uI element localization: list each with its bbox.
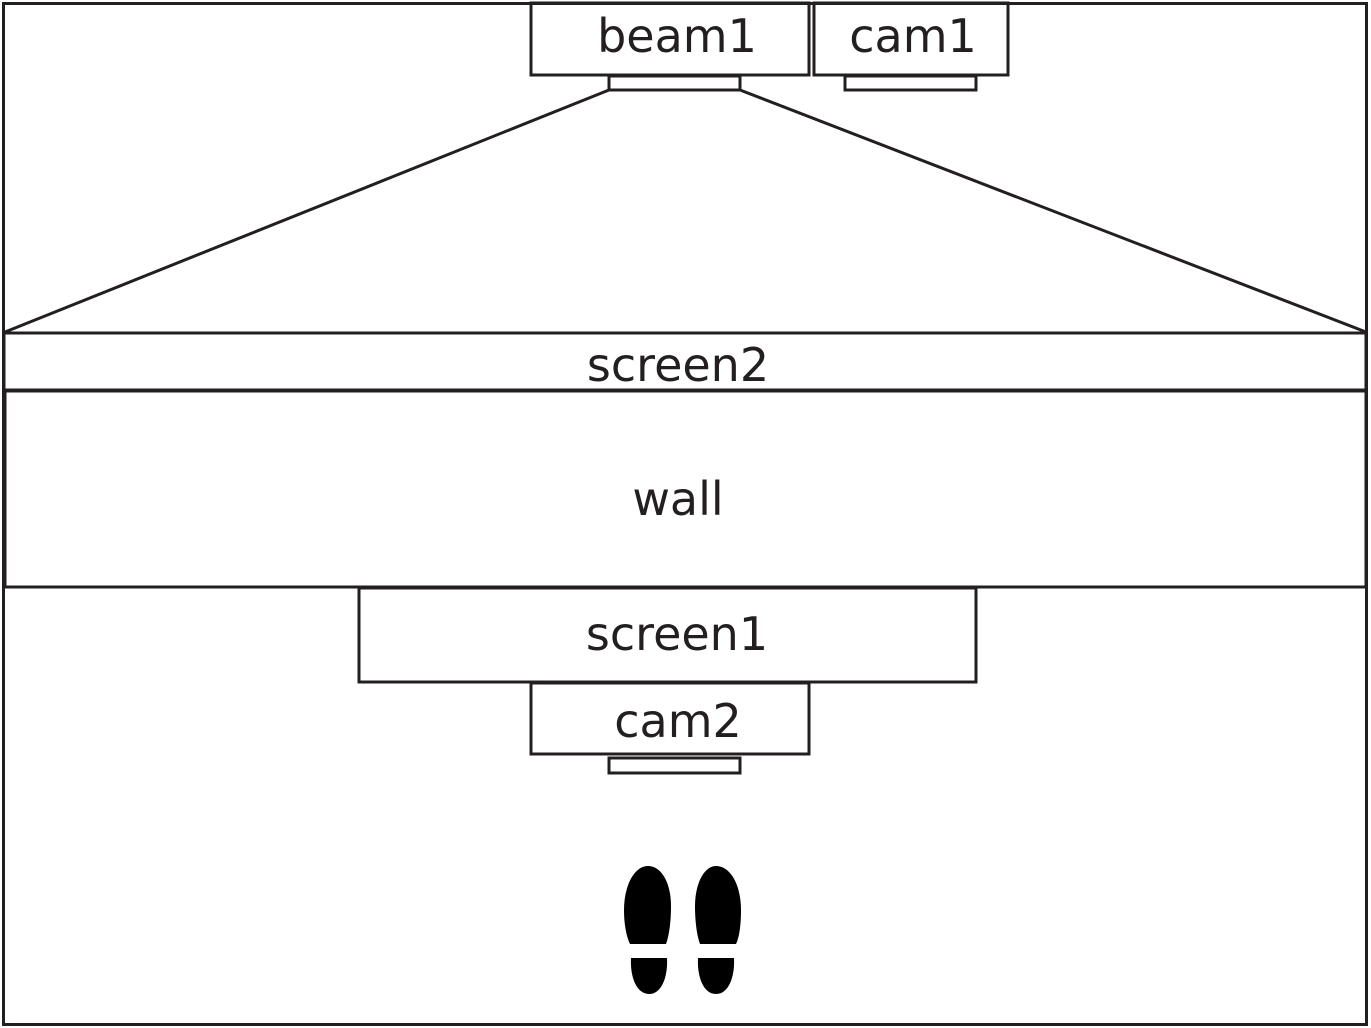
- wall: wall: [3, 389, 1368, 589]
- cam2-lens: [607, 756, 742, 775]
- projector-beam1: beam1: [529, 1, 811, 92]
- left-heel: [630, 958, 668, 994]
- projection-cone: [4, 88, 1367, 334]
- screen2: screen2: [2, 331, 1368, 392]
- right-sole: [695, 866, 741, 944]
- cam1-lens: [843, 74, 978, 92]
- footprints-icon: [624, 866, 741, 994]
- screen1-label: screen1: [586, 607, 768, 661]
- projection-line-left: [4, 88, 610, 334]
- projection-line-right: [739, 88, 1367, 334]
- left-sole: [624, 866, 671, 944]
- camera-cam2: cam2: [529, 681, 811, 775]
- camera-cam1: cam1: [812, 1, 1010, 92]
- beam1-lens: [607, 74, 742, 92]
- right-heel: [697, 958, 735, 994]
- cam2-label: cam2: [614, 694, 742, 748]
- wall-label: wall: [632, 472, 723, 526]
- screen2-label: screen2: [587, 338, 769, 392]
- cam1-label: cam1: [849, 9, 977, 63]
- screen1: screen1: [357, 586, 978, 684]
- beam1-label: beam1: [597, 9, 757, 63]
- cam2-box: [529, 681, 811, 756]
